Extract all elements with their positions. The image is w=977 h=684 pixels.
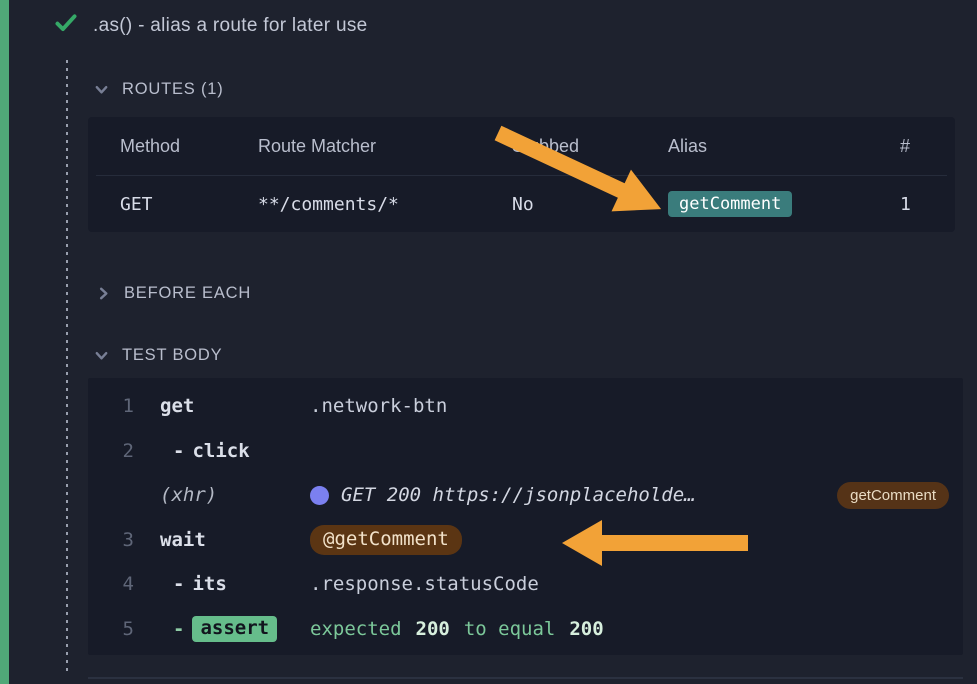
assert-text: to equal [463, 617, 556, 640]
command-row-click[interactable]: 2 -click [100, 429, 963, 474]
child-dash: - [173, 617, 185, 640]
command-message: .network-btn [310, 395, 448, 418]
route-count: 1 [900, 193, 911, 215]
test-body-section-header[interactable]: TEST BODY [94, 346, 222, 365]
column-count: # [900, 135, 911, 156]
before-each-label: BEFORE EACH [124, 284, 252, 302]
route-row: GET **/comments/* No getComment 1 [88, 176, 955, 232]
command-number: 4 [122, 573, 134, 596]
command-name: its [192, 573, 227, 596]
child-dash: - [173, 573, 185, 596]
assert-actual-value: 200 [415, 617, 450, 640]
column-alias: Alias [668, 135, 708, 156]
command-row-assert[interactable]: 5 -assert expected 200 to equal 200 [100, 607, 963, 652]
test-body-label: TEST BODY [122, 346, 223, 364]
wait-alias-badge[interactable]: @getComment [310, 524, 462, 555]
column-stubbed: Stubbed [512, 135, 580, 156]
route-method: GET [120, 193, 153, 215]
command-number: 1 [122, 395, 134, 418]
test-title: .as() - alias a route for later use [93, 14, 368, 36]
test-title-row[interactable]: .as() - alias a route for later use [55, 13, 368, 38]
command-message: .response.statusCode [310, 573, 539, 596]
next-test-divider [88, 677, 963, 679]
assert-badge: assert [192, 615, 278, 642]
command-row-xhr[interactable]: (xhr) GET 200 https://jsonplaceholde… ge… [100, 473, 963, 518]
route-matcher: **/comments/* [258, 193, 399, 215]
route-alias-badge[interactable]: getComment [668, 191, 793, 217]
assert-expected-value: 200 [569, 617, 604, 640]
routes-table-header: Method Route Matcher Stubbed Alias # [88, 117, 955, 175]
command-name: click [192, 439, 250, 462]
column-method: Method [120, 135, 181, 156]
command-name: wait [160, 528, 206, 551]
column-route-matcher: Route Matcher [258, 135, 377, 156]
command-number: 5 [122, 617, 134, 640]
test-pass-indicator-strip [0, 0, 9, 684]
routes-table: Method Route Matcher Stubbed Alias # GET… [88, 117, 955, 232]
xhr-request-message: GET 200 https://jsonplaceholde… [341, 484, 696, 507]
command-number: 2 [122, 439, 134, 462]
chevron-down-icon [94, 82, 109, 97]
event-name: (xhr) [160, 484, 218, 507]
checkmark-icon [55, 13, 77, 38]
child-dash: - [173, 439, 185, 462]
routes-section-label: ROUTES (1) [122, 80, 224, 98]
command-log-panel: 1 get .network-btn 2 -click (xhr) GET 20… [88, 378, 963, 655]
assert-text: expected [310, 617, 402, 640]
command-name: get [160, 395, 195, 418]
command-row-wait[interactable]: 3 wait @getComment [100, 518, 963, 563]
route-stubbed: No [512, 193, 534, 215]
hook-dotted-line [66, 60, 68, 672]
command-row-get[interactable]: 1 get .network-btn [100, 384, 963, 429]
routes-section-header[interactable]: ROUTES (1) [94, 80, 224, 99]
xhr-alias-badge[interactable]: getComment [837, 481, 949, 509]
xhr-status-dot-icon [310, 485, 329, 505]
command-row-its[interactable]: 4 -its .response.statusCode [100, 562, 963, 607]
before-each-section-header[interactable]: BEFORE EACH [96, 284, 251, 303]
chevron-right-icon [96, 286, 111, 301]
command-number: 3 [122, 528, 134, 551]
chevron-down-icon [94, 348, 109, 363]
